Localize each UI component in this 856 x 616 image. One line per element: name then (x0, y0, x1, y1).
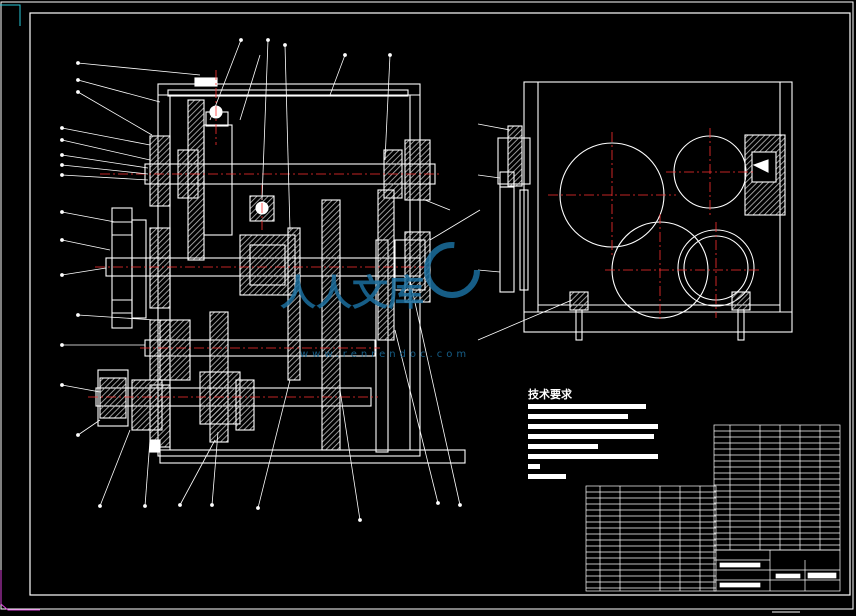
parts-list-table (585, 424, 841, 592)
watermark-url: www.renrendoc.com (300, 349, 470, 360)
main-section-view (88, 70, 466, 464)
watermark-logo-text: 人人文库 (280, 273, 424, 314)
part-leaders (60, 38, 481, 522)
side-view (477, 81, 793, 341)
technical-requirements: 技术要求 (528, 387, 658, 479)
watermark: 人人文库 www.renrendoc.com (280, 242, 480, 360)
technical-requirements-title: 技术要求 (528, 387, 573, 401)
